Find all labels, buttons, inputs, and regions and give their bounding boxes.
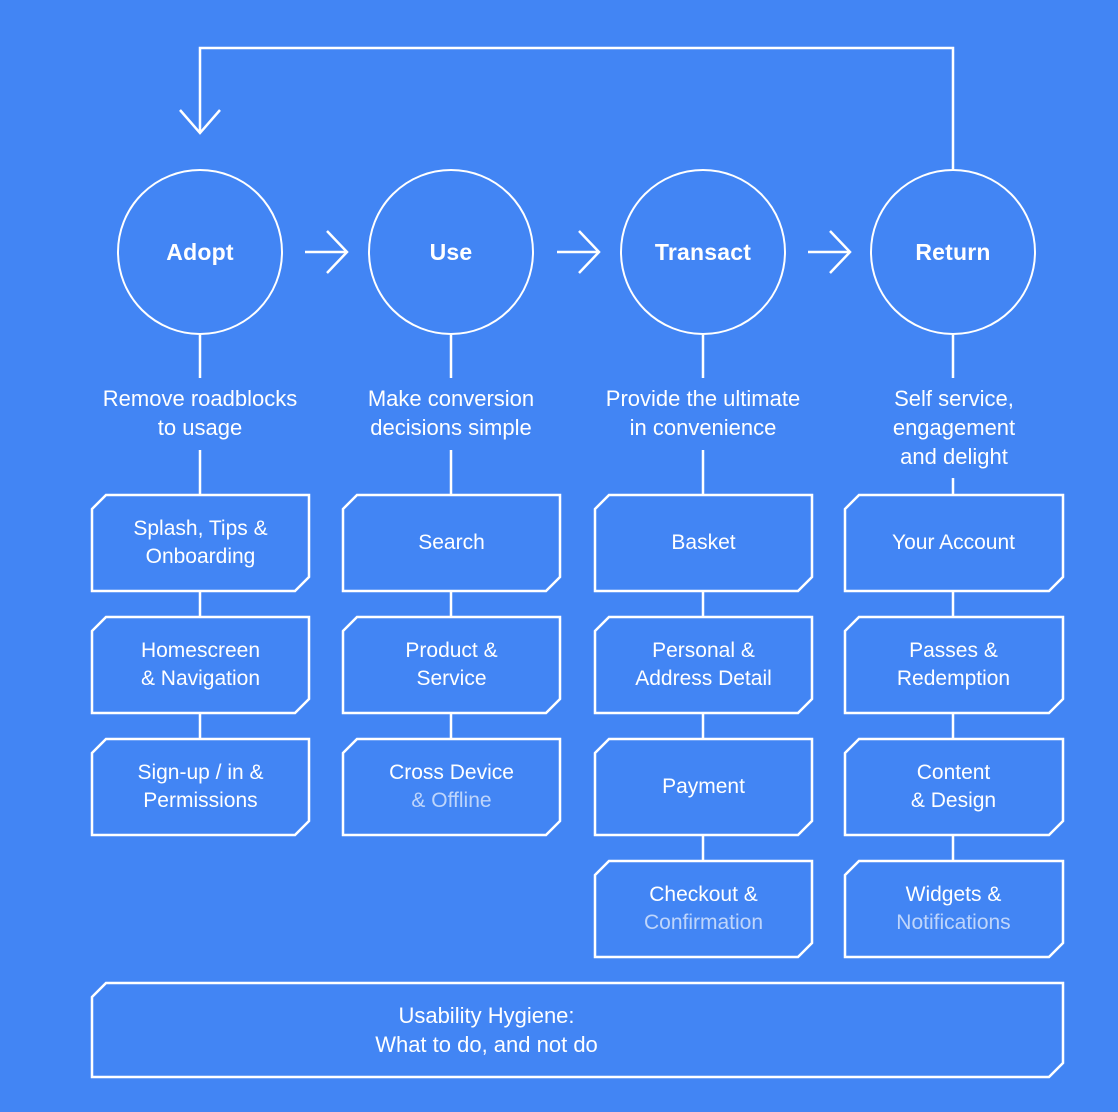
banner-label: Usability Hygiene: What to do, and not d… bbox=[375, 1001, 598, 1059]
node-personal-address-detail[interactable]: Personal & Address Detail bbox=[595, 617, 812, 713]
stage-description-adopt-line2: to usage bbox=[157, 415, 243, 440]
node-label: Homescreen & Navigation bbox=[127, 637, 274, 693]
stage-description-transact-line1: Provide the ultimate bbox=[605, 386, 801, 411]
node-line1: Basket bbox=[671, 531, 736, 554]
stage-arrow-transact-return bbox=[808, 230, 852, 274]
node-basket[interactable]: Basket bbox=[595, 495, 812, 591]
usability-hygiene-banner[interactable]: Usability Hygiene: What to do, and not d… bbox=[92, 983, 1063, 1077]
node-content-design[interactable]: Content & Design bbox=[845, 739, 1062, 835]
stage-description-use-line1: Make conversion bbox=[367, 386, 535, 411]
node-line1: Product & bbox=[405, 639, 498, 662]
stage-arrow-adopt-use bbox=[305, 230, 349, 274]
node-line1: Search bbox=[418, 531, 485, 554]
stage-label-adopt: Adopt bbox=[166, 238, 234, 265]
node-line2: & Design bbox=[910, 789, 997, 812]
stage-circle-return[interactable]: Return bbox=[870, 169, 1036, 335]
stage-circle-transact[interactable]: Transact bbox=[620, 169, 786, 335]
node-line1: Widgets & bbox=[905, 883, 1002, 906]
stage-description-return-line3: and delight bbox=[900, 444, 1008, 469]
stage-description-return-line1: Self service, bbox=[894, 386, 1014, 411]
stage-description-use: Make conversion decisions simple bbox=[336, 384, 566, 442]
node-label: Content & Design bbox=[897, 759, 1010, 815]
node-line1: Your Account bbox=[892, 531, 1015, 554]
node-widgets-notifications[interactable]: Widgets & Notifications bbox=[845, 861, 1062, 957]
stage-label-transact: Transact bbox=[654, 238, 752, 265]
node-label: Payment bbox=[648, 773, 759, 801]
node-line1: Payment bbox=[662, 775, 745, 798]
node-line2: Confirmation bbox=[643, 911, 764, 934]
node-label: Splash, Tips & Onboarding bbox=[119, 515, 281, 571]
node-label: Widgets & Notifications bbox=[882, 881, 1024, 937]
node-homescreen-navigation[interactable]: Homescreen & Navigation bbox=[92, 617, 309, 713]
node-line1: Homescreen bbox=[140, 639, 261, 662]
node-splash-tips-onboarding[interactable]: Splash, Tips & Onboarding bbox=[92, 495, 309, 591]
node-passes-redemption[interactable]: Passes & Redemption bbox=[845, 617, 1062, 713]
node-label: Personal & Address Detail bbox=[621, 637, 786, 693]
node-line1: Content bbox=[916, 761, 991, 784]
stage-description-transact-line2: in convenience bbox=[629, 415, 777, 440]
node-label: Basket bbox=[657, 529, 749, 557]
node-checkout-confirmation[interactable]: Checkout & Confirmation bbox=[595, 861, 812, 957]
stage-description-transact: Provide the ultimate in convenience bbox=[588, 384, 818, 442]
node-line2: & Offline bbox=[411, 789, 492, 812]
node-label: Product & Service bbox=[391, 637, 511, 693]
feedback-loop-arrowhead bbox=[179, 109, 221, 135]
node-line2: Service bbox=[416, 667, 487, 690]
node-search[interactable]: Search bbox=[343, 495, 560, 591]
node-cross-device-offline[interactable]: Cross Device & Offline bbox=[343, 739, 560, 835]
stage-description-return-line2: engagement bbox=[892, 415, 1016, 440]
stage-circle-adopt[interactable]: Adopt bbox=[117, 169, 283, 335]
node-line2: Address Detail bbox=[635, 667, 772, 690]
stage-description-return: Self service, engagement and delight bbox=[839, 384, 1069, 471]
stage-description-adopt: Remove roadblocks to usage bbox=[85, 384, 315, 442]
node-label: Search bbox=[404, 529, 499, 557]
node-label: Checkout & Confirmation bbox=[630, 881, 777, 937]
stage-description-adopt-line1: Remove roadblocks bbox=[102, 386, 298, 411]
node-line2: Onboarding bbox=[145, 545, 256, 568]
node-label: Passes & Redemption bbox=[883, 637, 1024, 693]
node-line1: Personal & bbox=[652, 639, 755, 662]
stage-arrow-use-transact bbox=[557, 230, 601, 274]
node-line2: Notifications bbox=[896, 911, 1011, 934]
node-line2: & Navigation bbox=[140, 667, 261, 690]
node-line1: Passes & bbox=[909, 639, 998, 662]
node-line1: Checkout & bbox=[649, 883, 758, 906]
node-line1: Sign-up / in & bbox=[137, 761, 264, 784]
stage-circle-use[interactable]: Use bbox=[368, 169, 534, 335]
node-payment[interactable]: Payment bbox=[595, 739, 812, 835]
node-line2: Redemption bbox=[896, 667, 1011, 690]
stage-label-use: Use bbox=[429, 238, 473, 265]
node-product-service[interactable]: Product & Service bbox=[343, 617, 560, 713]
stage-label-return: Return bbox=[915, 238, 991, 265]
feedback-loop-line bbox=[198, 46, 955, 169]
banner-line1: Usability Hygiene: bbox=[398, 1003, 575, 1028]
node-label: Sign-up / in & Permissions bbox=[123, 759, 277, 815]
node-label: Cross Device & Offline bbox=[375, 759, 528, 815]
node-your-account[interactable]: Your Account bbox=[845, 495, 1062, 591]
banner-line2: What to do, and not do bbox=[375, 1032, 598, 1057]
stage-description-use-line2: decisions simple bbox=[370, 415, 532, 440]
node-label: Your Account bbox=[878, 529, 1029, 557]
node-line2: Permissions bbox=[143, 789, 258, 812]
node-signup-permissions[interactable]: Sign-up / in & Permissions bbox=[92, 739, 309, 835]
node-line1: Splash, Tips & bbox=[133, 517, 268, 540]
node-line1: Cross Device bbox=[389, 761, 514, 784]
